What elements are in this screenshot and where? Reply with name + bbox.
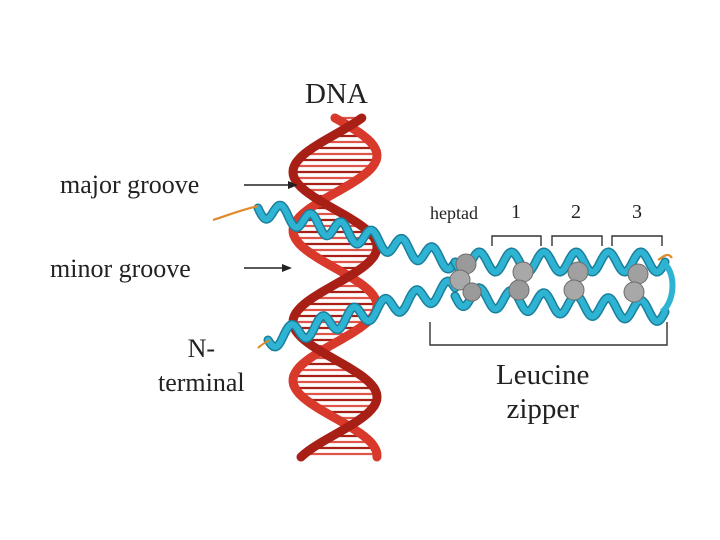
bracket-icon [552, 236, 602, 246]
bracket-icon [612, 236, 662, 246]
heptad-number-2: 2 [571, 202, 581, 222]
heptad-label: heptad [430, 204, 478, 222]
dna-label: DNA [305, 80, 368, 109]
n-terminal-label: N- terminal [158, 332, 245, 400]
leucine-sphere [509, 262, 533, 300]
protein-tail [213, 206, 258, 220]
right-arrow-icon [244, 181, 298, 189]
leucine-zipper-line-1: Leucine [496, 358, 589, 392]
right-arrow-icon [244, 264, 292, 272]
minor-groove-label: minor groove [50, 256, 191, 282]
n-terminal-line-1: N- [158, 332, 245, 366]
major-groove-label: major groove [60, 172, 199, 198]
dna-double-helix [293, 118, 377, 457]
n-terminal-line-2: terminal [158, 366, 245, 400]
heptad-number-3: 3 [632, 202, 642, 222]
leucine-zipper-label: Leucine zipper [496, 358, 589, 426]
heptad-number-1: 1 [511, 202, 521, 222]
leucine-zipper-line-2: zipper [496, 392, 589, 426]
bracket-icon [430, 322, 667, 345]
bracket-icon [492, 236, 541, 246]
